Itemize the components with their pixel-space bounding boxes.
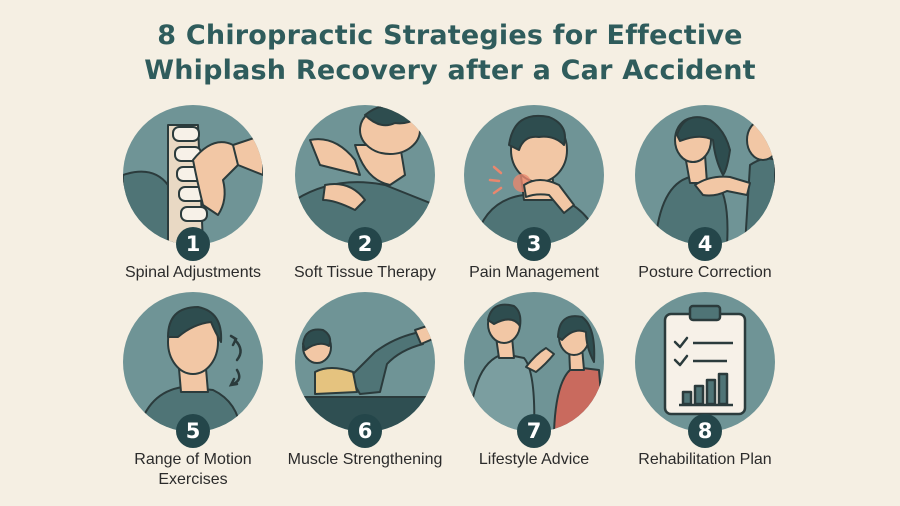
strategy-card-6: 6 Muscle Strengthening [280, 292, 450, 477]
strategy-label: Range of Motion Exercises [98, 450, 288, 490]
page-title: 8 Chiropractic Strategies for Effective … [0, 18, 900, 88]
step-number-badge: 8 [688, 414, 722, 448]
step-number-badge: 3 [517, 227, 551, 261]
spine-adjustment-icon [123, 105, 263, 245]
strategy-card-5: 5 Range of Motion Exercises [108, 292, 278, 488]
strategy-card-4: 4 Posture Correction [620, 105, 790, 290]
strategy-card-7: 7 Lifestyle Advice [449, 292, 619, 477]
title-line-1: 8 Chiropractic Strategies for Effective [157, 20, 743, 51]
strategy-card-3: 3 Pain Management [449, 105, 619, 290]
strategy-card-1: 1 Spinal Adjustments [108, 105, 278, 290]
step-number-badge: 1 [176, 227, 210, 261]
consultation-icon [464, 292, 604, 432]
step-number-badge: 2 [348, 227, 382, 261]
step-number-badge: 4 [688, 227, 722, 261]
posture-icon [635, 105, 775, 245]
strategy-card-2: 2 Soft Tissue Therapy [280, 105, 450, 290]
strategy-label: Rehabilitation Plan [638, 451, 772, 468]
clipboard-chart-icon [635, 292, 775, 432]
neck-pain-icon [464, 105, 604, 245]
strategy-label: Posture Correction [638, 264, 772, 281]
strategy-label: Spinal Adjustments [124, 264, 262, 281]
step-number-badge: 6 [348, 414, 382, 448]
label-line-1: Range of Motion [134, 451, 252, 468]
strategy-label: Muscle Strengthening [287, 451, 443, 468]
massage-icon [295, 105, 435, 245]
step-number-badge: 7 [517, 414, 551, 448]
step-number-badge: 5 [176, 414, 210, 448]
strategy-label: Pain Management [469, 264, 599, 281]
strategy-label: Lifestyle Advice [478, 451, 590, 468]
neck-rotation-icon [123, 292, 263, 432]
strategy-label: Soft Tissue Therapy [294, 264, 436, 281]
strategy-card-8: 8 Rehabilitation Plan [620, 292, 790, 477]
label-line-2: Exercises [158, 471, 228, 488]
title-line-2: Whiplash Recovery after a Car Accident [144, 55, 756, 86]
exercise-icon [295, 292, 435, 432]
